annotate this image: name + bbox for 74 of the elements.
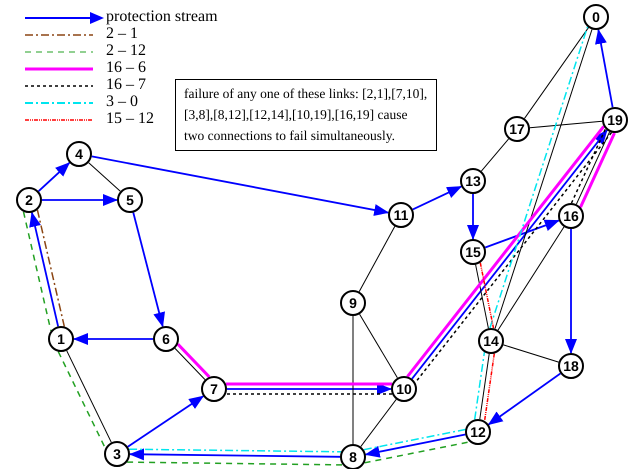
connection-path-line [127,461,343,466]
link-line [359,314,398,378]
note-box: failure of any one of these links: [2,1],[7,10],[3,8],[8,12],[12,14],[10,19],[16,19] cause two connections to fail simultaneously. [175,79,437,151]
node-circle: 16 [558,203,584,229]
connection-path-line [364,441,470,464]
arrow [412,186,462,210]
connection-path-line [129,448,342,453]
connection-path-line [226,382,392,386]
legend-label: 3 – 0 [106,94,138,110]
connection-path-line [176,343,210,378]
connection-path-line [480,262,494,328]
link-line [480,138,510,172]
link-line [358,226,396,292]
link-line [475,264,489,329]
legend-label: 2 – 1 [106,26,138,42]
link-line [174,348,206,380]
arrow [38,162,70,192]
node-circle: 3 [104,441,130,467]
connection-path-line [484,354,496,421]
node-circle: 15 [460,239,486,265]
link-line [360,398,397,448]
arrow [467,194,479,240]
node-circle: 11 [388,202,414,228]
arrow [29,212,59,326]
arrow [132,212,165,328]
link-line [502,344,560,363]
node-circle: 5 [117,187,143,213]
legend-label: 16 – 6 [106,60,146,76]
connection-path-line [474,352,486,420]
link-line [88,162,121,192]
node-circle: 9 [340,290,366,316]
node-circle: 6 [153,326,179,352]
legend-label: protection stream [106,9,218,25]
legend-label: 2 – 12 [106,43,146,59]
legend-label: 16 – 7 [106,77,146,93]
node-circle: 0 [583,4,609,30]
connection-path-line [570,128,606,204]
arrow [73,333,153,345]
node-circle: 17 [504,116,530,142]
connection-path-line [364,428,466,450]
arrow [127,395,204,448]
node-circle: 8 [340,444,366,469]
connection-path-line [58,351,106,449]
connection-path-line [22,212,52,331]
legend-label: 15 – 12 [106,111,154,127]
link-line [576,131,610,205]
node-circle: 7 [201,376,227,402]
link-line [529,120,603,128]
node-circle: 4 [66,141,92,167]
arrow [595,28,614,108]
node-circle: 10 [391,376,417,402]
arrow [364,434,466,458]
connection-path-line [226,393,392,395]
link-line [524,27,589,119]
node-circle: 14 [478,328,504,354]
node-circle: 18 [558,353,584,379]
node-circle: 13 [460,168,486,194]
node-circle: 19 [602,107,628,133]
node-circle: 2 [16,187,42,213]
node-circle: 12 [465,419,491,445]
node-circle: 1 [48,326,74,352]
connection-path-line [36,210,66,327]
arrow [565,229,577,354]
connection-path-line [579,132,616,208]
arrow [488,372,561,426]
arrow [92,156,390,216]
link-line [498,226,564,331]
arrow [129,448,340,460]
arrow [42,194,118,206]
link-line [66,350,112,443]
link-line [479,353,490,420]
arrow [227,383,392,395]
arrow [484,220,560,248]
link-line [352,316,354,444]
